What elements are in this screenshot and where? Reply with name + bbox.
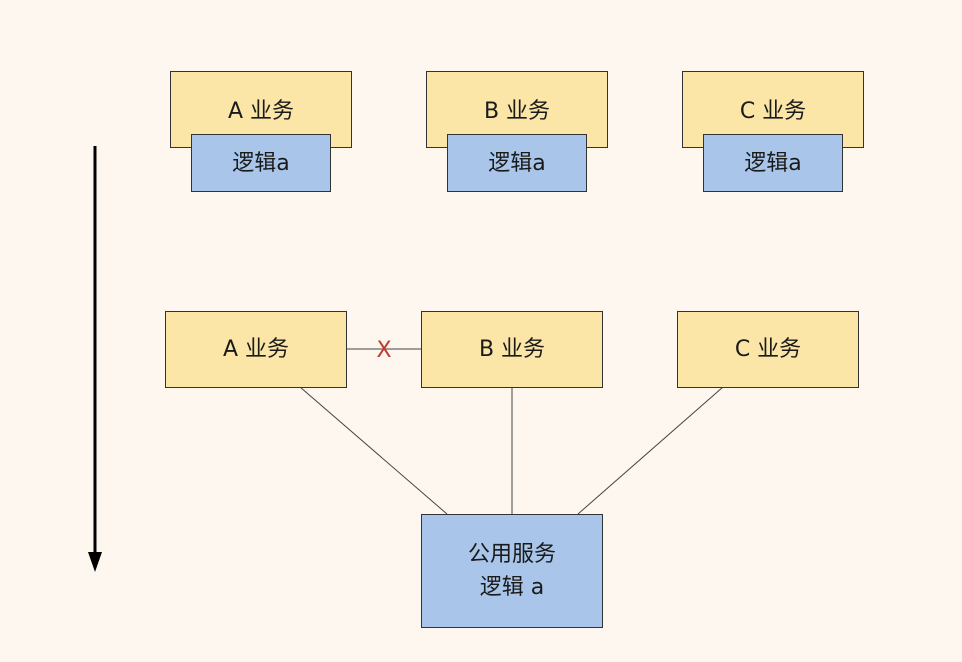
bottom-business-a-box: A 业务 bbox=[165, 311, 347, 388]
top-logic-a-label: 逻辑a bbox=[232, 150, 290, 176]
bottom-business-a-label: A 业务 bbox=[222, 337, 290, 362]
shared-service-logic: 逻辑 a bbox=[479, 575, 545, 600]
bottom-business-b-box: B 业务 bbox=[421, 311, 603, 388]
bottom-business-c-box: C 业务 bbox=[677, 311, 859, 388]
shared-service-title: 公用服务 bbox=[467, 542, 556, 567]
progression-arrowhead bbox=[88, 552, 102, 572]
top-logic-c-box: 逻辑a bbox=[703, 134, 843, 192]
bottom-business-c-label: C 业务 bbox=[734, 337, 802, 362]
shared-service-box: 公用服务 逻辑 a bbox=[421, 514, 603, 628]
link-c-to-shared bbox=[577, 386, 724, 515]
blocked-link-mark: X bbox=[376, 338, 391, 363]
top-logic-b-box: 逻辑a bbox=[447, 134, 587, 192]
top-business-a-label: A 业务 bbox=[227, 99, 295, 124]
bottom-business-b-label: B 业务 bbox=[478, 337, 546, 362]
top-logic-c-label: 逻辑a bbox=[744, 150, 802, 176]
top-business-b-label: B 业务 bbox=[483, 99, 551, 124]
top-logic-b-label: 逻辑a bbox=[488, 150, 546, 176]
link-a-to-shared bbox=[299, 386, 448, 515]
top-business-c-label: C 业务 bbox=[739, 99, 807, 124]
top-logic-a-box: 逻辑a bbox=[191, 134, 331, 192]
